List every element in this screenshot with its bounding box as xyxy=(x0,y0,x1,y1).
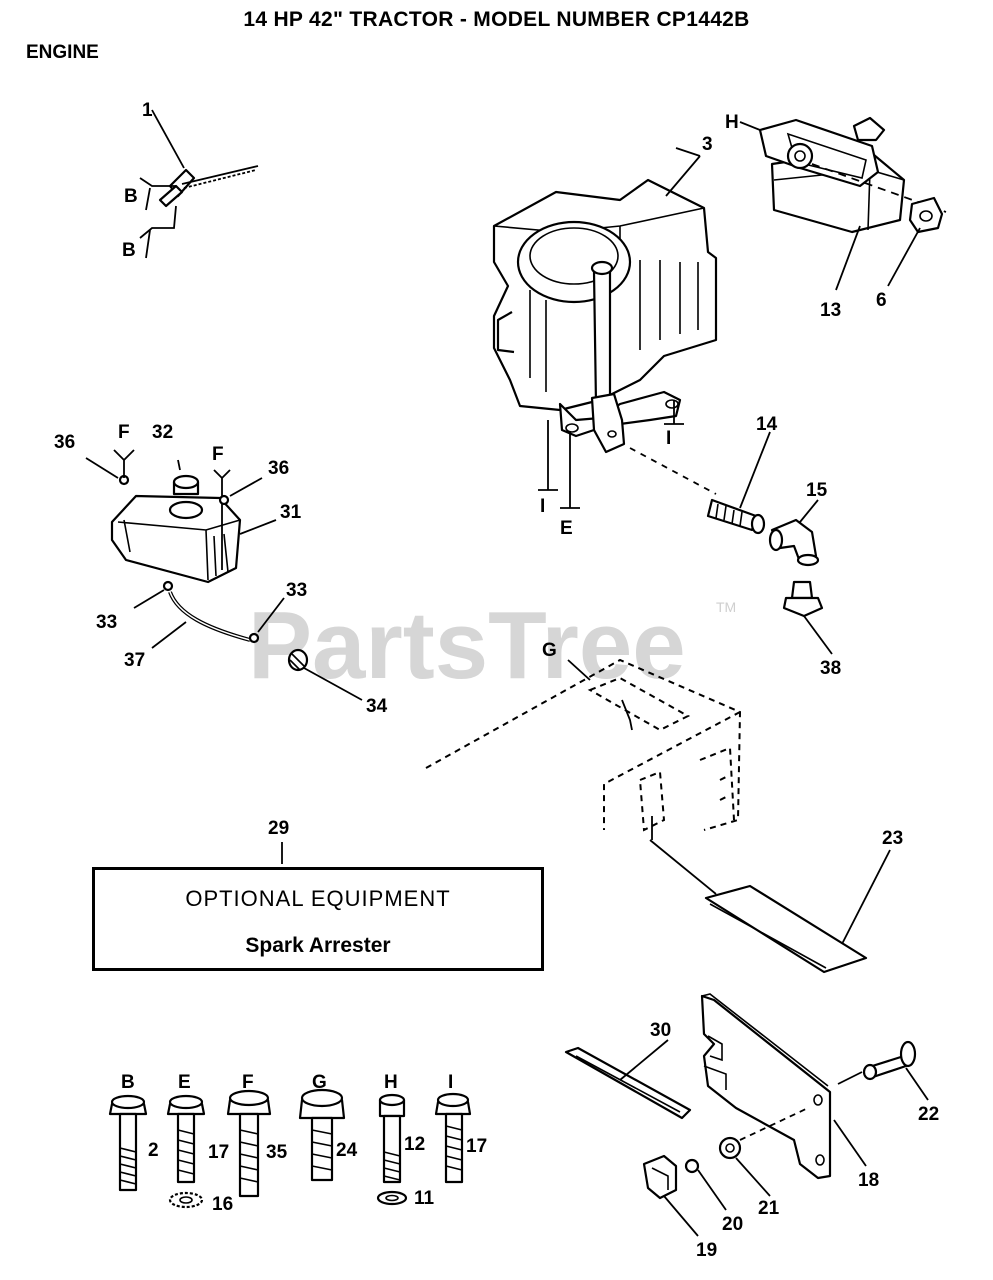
callout-14: 14 xyxy=(756,414,778,435)
hardware-part-2: 2 xyxy=(148,1140,159,1161)
clip-part[interactable] xyxy=(642,1154,678,1200)
nut-part[interactable] xyxy=(684,1158,700,1174)
hardware-letter-g: G xyxy=(312,1072,327,1093)
bushing-right-part[interactable] xyxy=(218,494,230,506)
hardware-bolt-h[interactable] xyxy=(378,1093,406,1184)
callout-19: 19 xyxy=(696,1240,717,1261)
elbow-fitting-part[interactable] xyxy=(768,518,820,567)
watermark-text: PartsTree xyxy=(248,592,686,699)
hardware-part-35: 35 xyxy=(266,1142,288,1163)
hose-clamp-left-part[interactable] xyxy=(162,580,174,592)
callout-31: 31 xyxy=(280,502,302,523)
throttle-bracket-part[interactable] xyxy=(139,109,259,259)
letter-e: E xyxy=(560,518,573,539)
hardware-bolt-e[interactable] xyxy=(166,1094,206,1184)
hardware-letter-e: E xyxy=(178,1072,191,1093)
hardware-washer-11[interactable] xyxy=(376,1190,408,1206)
engine-part[interactable] xyxy=(492,147,718,509)
callout-18: 18 xyxy=(858,1170,879,1191)
callout-30: 30 xyxy=(650,1020,671,1041)
optional-equipment-box[interactable]: OPTIONAL EQUIPMENT Spark Arrester xyxy=(92,867,544,971)
callout-32: 32 xyxy=(152,422,173,443)
hardware-bolt-f[interactable] xyxy=(226,1089,272,1198)
callout-23: 23 xyxy=(882,828,903,849)
callout-1: 1 xyxy=(142,100,153,121)
fuel-cap-part[interactable] xyxy=(177,459,181,471)
diagram-title: 14 HP 42" TRACTOR - MODEL NUMBER CP1442B xyxy=(243,8,750,31)
callout-34: 34 xyxy=(366,696,388,717)
tractor-frame-outline xyxy=(425,658,742,832)
callout-13: 13 xyxy=(820,300,841,321)
callout-15: 15 xyxy=(806,480,828,501)
letter-i-left: I xyxy=(540,496,545,517)
callout-33-right: 33 xyxy=(286,580,307,601)
rubber-strip-part[interactable] xyxy=(564,1046,692,1120)
callout-36-right: 36 xyxy=(268,458,289,479)
callout-6: 6 xyxy=(876,290,887,311)
spacer-part[interactable] xyxy=(718,1136,742,1160)
letter-f-right: F xyxy=(212,444,224,465)
hardware-part-17-e: 17 xyxy=(208,1142,229,1163)
fuel-tank-part[interactable] xyxy=(110,474,242,584)
hose-clamp-right-part[interactable] xyxy=(248,632,260,644)
letter-b-bottom: B xyxy=(122,240,136,261)
section-label: ENGINE xyxy=(26,42,99,63)
callout-36-left: 36 xyxy=(54,432,75,453)
hardware-bolt-g[interactable] xyxy=(298,1088,346,1182)
optional-equipment-title: OPTIONAL EQUIPMENT xyxy=(185,886,451,911)
heat-shield-part[interactable] xyxy=(649,816,868,974)
callout-21: 21 xyxy=(758,1198,780,1219)
callout-29: 29 xyxy=(268,818,289,839)
callout-3: 3 xyxy=(702,134,713,155)
hardware-part-12: 12 xyxy=(404,1134,425,1155)
letter-f-left: F xyxy=(118,422,130,443)
hardware-letter-i: I xyxy=(448,1072,453,1093)
hardware-part-11: 11 xyxy=(414,1188,435,1209)
hardware-part-17-i: 17 xyxy=(466,1136,487,1157)
callout-38: 38 xyxy=(820,658,841,679)
callout-22: 22 xyxy=(918,1104,939,1125)
callout-20: 20 xyxy=(722,1214,743,1235)
hardware-bolt-b[interactable] xyxy=(108,1094,148,1192)
clevis-pin-part[interactable] xyxy=(862,1040,917,1081)
callout-37: 37 xyxy=(124,650,145,671)
hardware-washer-16[interactable] xyxy=(168,1191,204,1209)
hardware-bolt-i[interactable] xyxy=(434,1092,472,1184)
hardware-part-16: 16 xyxy=(212,1194,233,1215)
gasket-part[interactable] xyxy=(908,196,944,234)
drain-plug-part[interactable] xyxy=(782,580,824,618)
hardware-letter-f: F xyxy=(242,1072,254,1093)
letter-h-muffler: H xyxy=(725,112,739,133)
optional-equipment-subtitle: Spark Arrester xyxy=(245,934,391,957)
fuel-filter-part[interactable] xyxy=(287,648,309,672)
hardware-part-24: 24 xyxy=(336,1140,358,1161)
pipe-nipple-part[interactable] xyxy=(706,498,766,535)
watermark-tm: TM xyxy=(716,599,736,615)
fuel-line-part[interactable] xyxy=(168,591,251,642)
letter-i-right: I xyxy=(666,428,671,449)
letter-g: G xyxy=(542,640,557,661)
callout-33-left: 33 xyxy=(96,612,117,633)
engine-plate-part[interactable] xyxy=(700,993,832,1180)
hardware-letter-h: H xyxy=(384,1072,398,1093)
letter-b-top: B xyxy=(124,186,138,207)
hardware-letter-b: B xyxy=(121,1072,135,1093)
